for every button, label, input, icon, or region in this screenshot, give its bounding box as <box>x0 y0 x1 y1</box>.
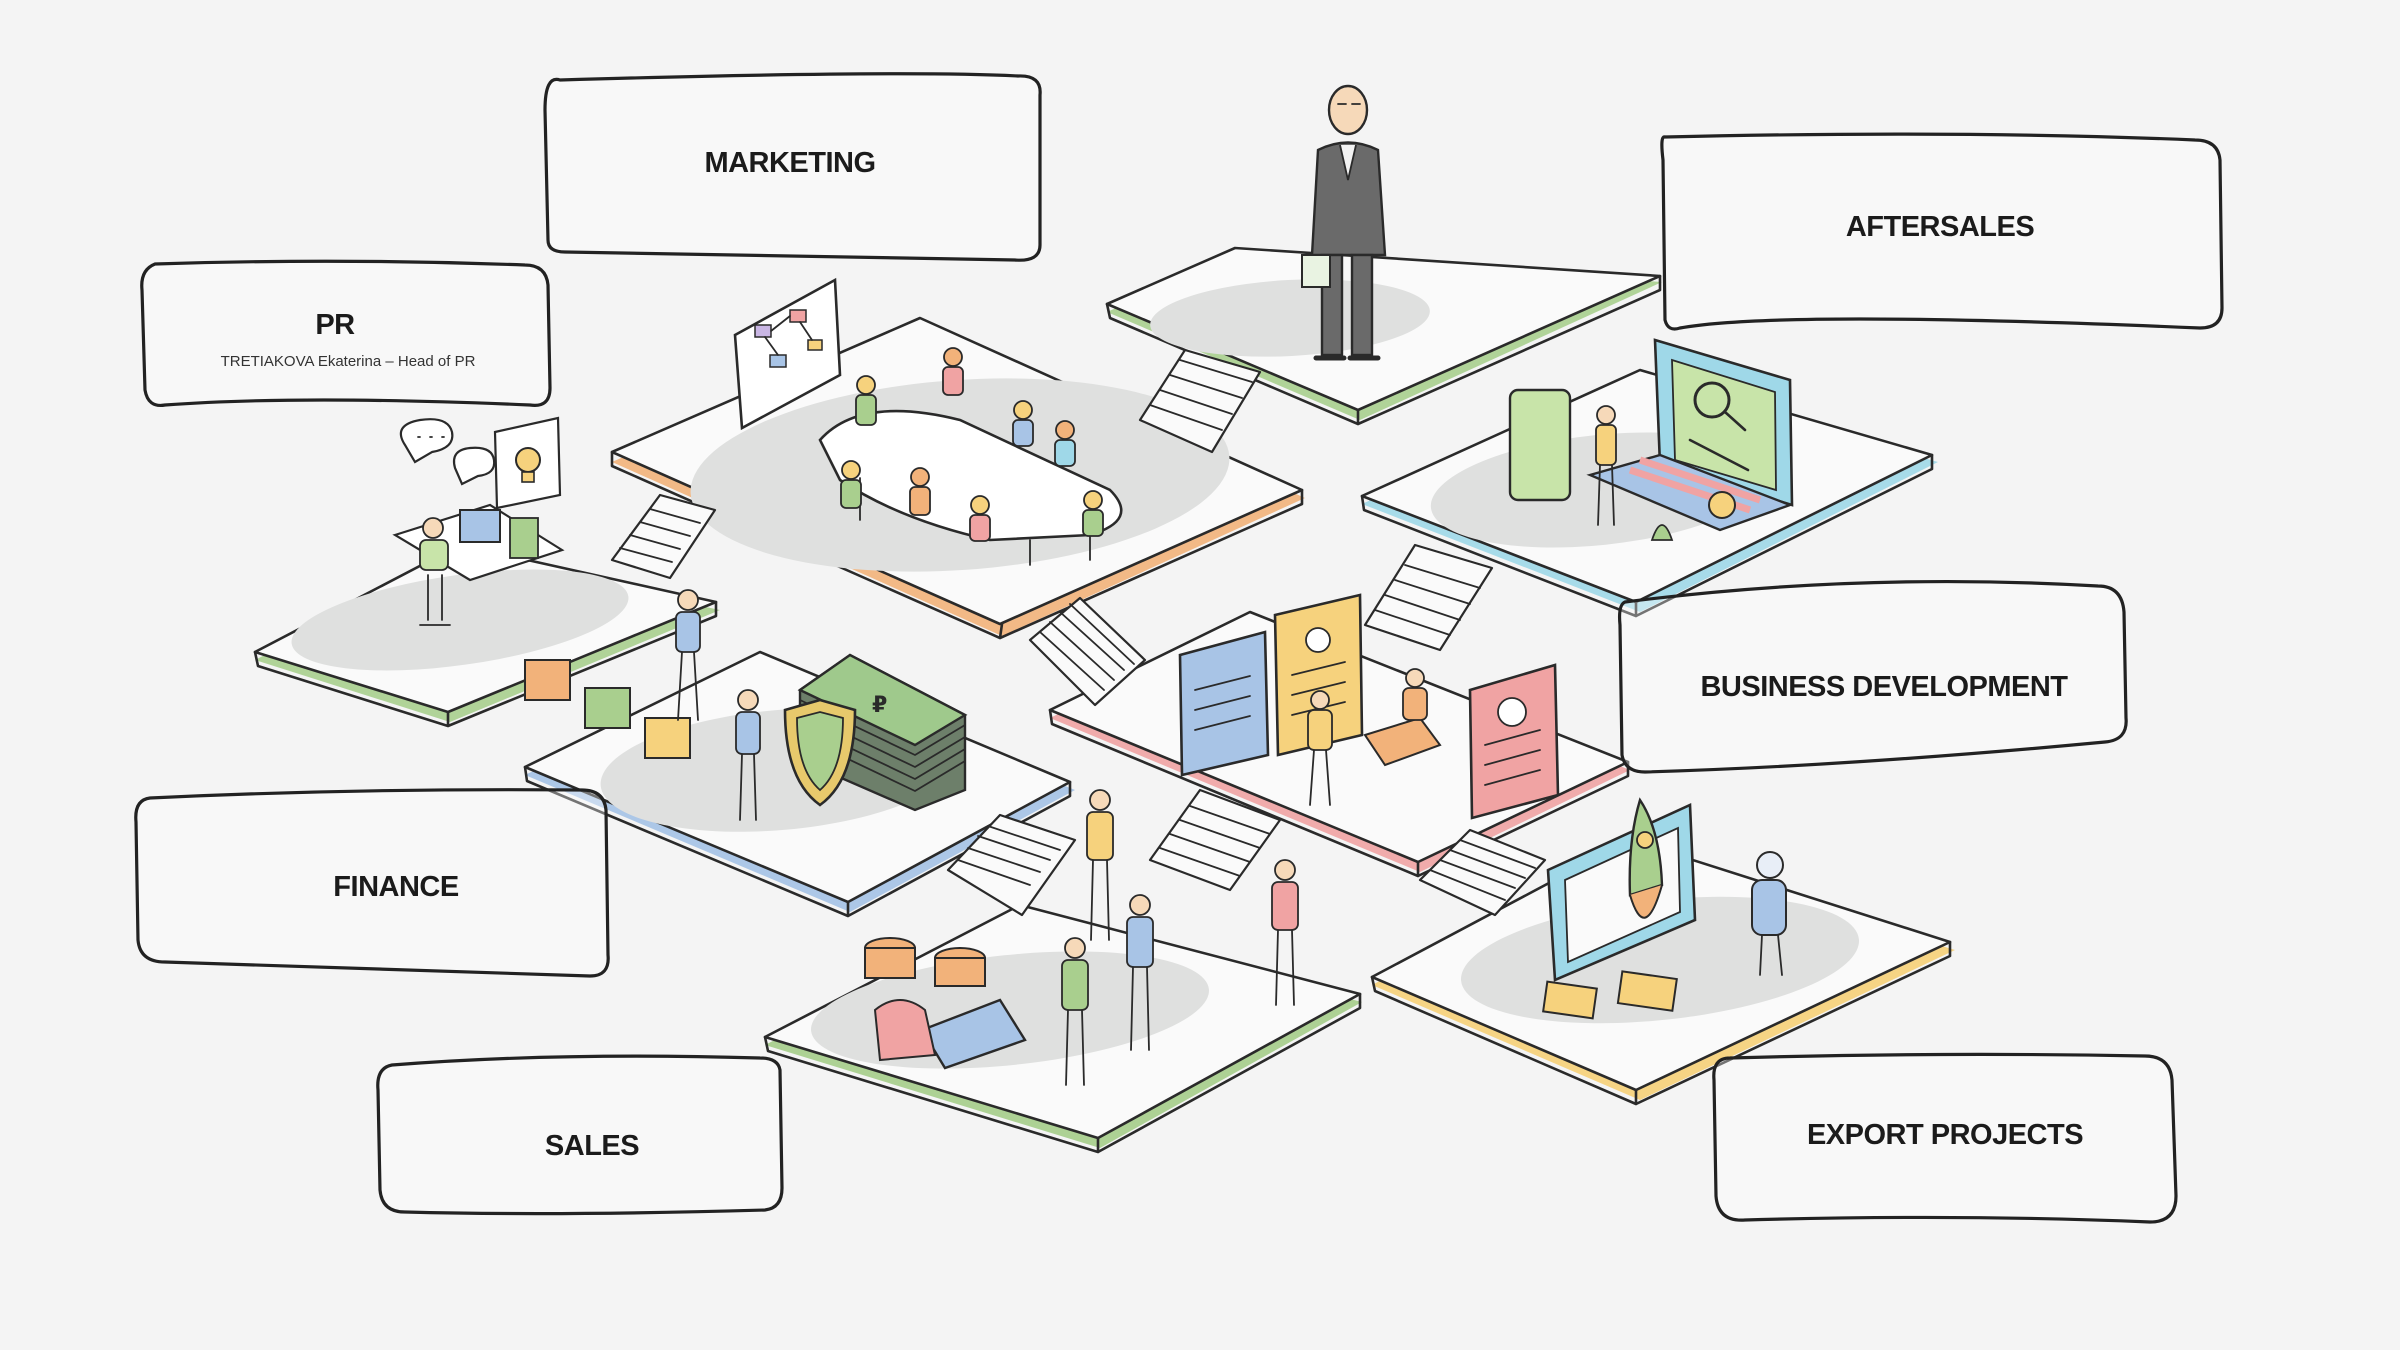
ruble-icon: ₽ <box>872 693 887 718</box>
pr-label-box: PR TRETIAKOVA Ekaterina – Head of PR <box>140 259 552 408</box>
marketing-whiteboard <box>733 277 842 431</box>
aftersales-label: AFTERSALES <box>1846 211 2035 243</box>
finance-label-box: FINANCE <box>134 788 610 978</box>
finance-money: ₽ <box>524 589 968 821</box>
export-projects-scene <box>1542 797 1787 1020</box>
pr-label: PR <box>315 309 355 341</box>
credit-card-icon <box>920 998 1027 1070</box>
marketing-label: MARKETING <box>704 147 875 179</box>
finance-label: FINANCE <box>333 871 459 903</box>
lightbulb-icon <box>515 447 541 483</box>
bizdev-boards <box>1178 593 1560 820</box>
pr-subtitle: TRETIAKOVA Ekaterina – Head of PR <box>221 353 476 370</box>
sales-platform <box>763 903 1362 1154</box>
export-projects-label: EXPORT PROJECTS <box>1807 1119 2083 1151</box>
pr-platform <box>253 543 720 728</box>
head-figure <box>1301 84 1387 361</box>
coin-stack-icon <box>864 937 986 987</box>
sales-scene <box>864 789 1299 1086</box>
export-projects-label-box: EXPORT PROJECTS <box>1712 1052 2178 1224</box>
aftersales-laptop <box>1508 338 1794 541</box>
stairs-bizdev-sales <box>1148 788 1282 892</box>
aftersales-label-box: AFTERSALES <box>1660 132 2224 331</box>
sales-label-box: SALES <box>376 1054 784 1216</box>
stairs-pr-marketing <box>610 493 717 580</box>
magnifier-icon <box>1693 381 1731 419</box>
rocket-icon <box>1628 797 1664 919</box>
business-development-label: BUSINESS DEVELOPMENT <box>1700 671 2068 703</box>
stairs-finance-sales <box>946 813 1077 917</box>
wrench-icon <box>1688 438 1750 472</box>
stairs-marketing-finance <box>1028 596 1147 707</box>
sales-label: SALES <box>545 1130 639 1162</box>
stairs-marketing-executive <box>1138 348 1262 454</box>
marketing-team <box>840 347 1104 542</box>
marketing-label-box: MARKETING <box>543 72 1042 262</box>
business-development-label-box: BUSINESS DEVELOPMENT <box>1617 579 2128 774</box>
stairs-bizdev-export <box>1418 828 1547 917</box>
pr-desk <box>392 416 565 626</box>
stairs-aftersales-bizdev <box>1363 543 1494 652</box>
gear-icon <box>1708 491 1736 519</box>
